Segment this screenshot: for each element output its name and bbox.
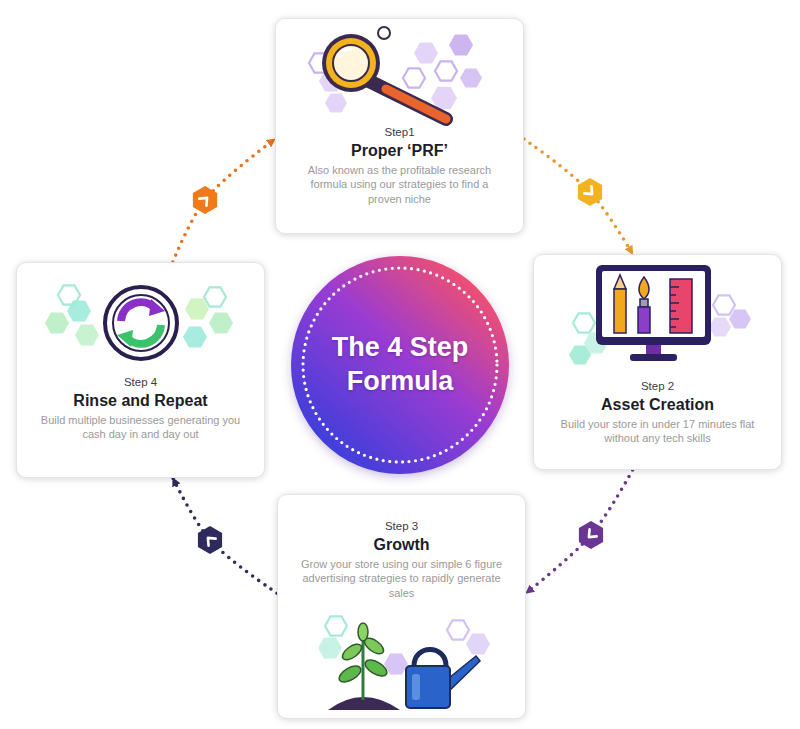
dotted-connector <box>526 470 633 593</box>
step-label: Step 3 <box>298 519 505 534</box>
plant-icon <box>278 604 527 716</box>
text-group: Step 4Rinse and RepeatBuild multiple bus… <box>17 375 264 442</box>
step-label: Step1 <box>296 125 503 140</box>
step-card: Step 2Asset CreationBuild your store in … <box>533 254 782 470</box>
step-heading: Proper ‘PRF’ <box>296 141 503 161</box>
magnifier-icon <box>276 23 525 128</box>
dotted-connector <box>173 139 275 262</box>
step-card: Step 4Rinse and RepeatBuild multiple bus… <box>16 262 265 478</box>
direction-badge <box>578 178 602 206</box>
formula-circle: The 4 Step Formula <box>290 255 510 475</box>
step-description: Build your store in under 17 minutes fla… <box>554 417 761 446</box>
formula-circle-shape <box>290 255 510 475</box>
direction-badge <box>579 521 603 549</box>
dotted-ring <box>303 268 497 462</box>
text-group: The 4 Step Formula <box>290 255 510 475</box>
direction-badge <box>193 186 217 214</box>
step-label: Step 4 <box>37 375 244 390</box>
formula-title: The 4 Step Formula <box>315 331 485 399</box>
dotted-connector <box>524 139 633 254</box>
text-group: Step 2Asset CreationBuild your store in … <box>534 379 781 446</box>
step-description: Build multiple businesses generating you… <box>37 413 244 442</box>
direction-badge <box>198 526 222 554</box>
repeat-icon <box>17 271 266 376</box>
step-card: Step 3GrowthGrow your store using our si… <box>277 494 526 719</box>
dotted-connector <box>173 478 277 593</box>
step-heading: Growth <box>298 535 505 555</box>
step-heading: Rinse and Repeat <box>37 391 244 411</box>
text-group: Step 3GrowthGrow your store using our si… <box>278 519 525 600</box>
formula-disc <box>291 256 509 474</box>
monitor-icon <box>534 257 783 375</box>
text-group: Step1Proper ‘PRF’Also known as the profi… <box>276 125 523 206</box>
step-description: Grow your store using our simple 6 figur… <box>298 557 505 601</box>
step-card: Step1Proper ‘PRF’Also known as the profi… <box>275 18 524 234</box>
step-description: Also known as the profitable research fo… <box>296 163 503 207</box>
step-label: Step 2 <box>554 379 761 394</box>
step-heading: Asset Creation <box>554 395 761 415</box>
